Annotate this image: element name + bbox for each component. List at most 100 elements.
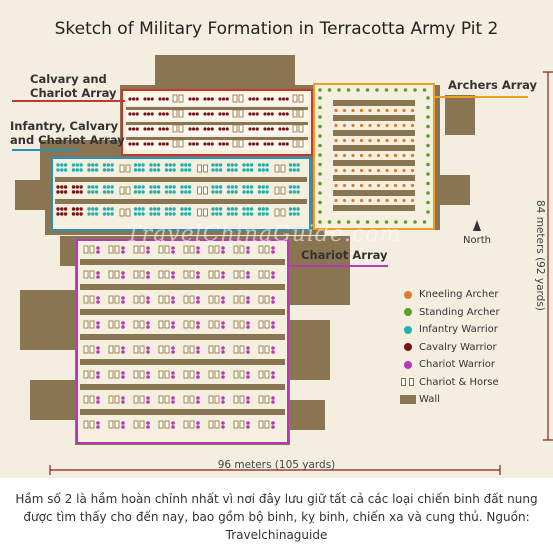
infantry-warrior-dot	[292, 185, 296, 189]
cavalry-warrior-dot	[252, 112, 256, 116]
cavalry-warrior-dot	[278, 142, 282, 146]
infantry-warrior-dot	[172, 190, 176, 194]
cavalry-warrior-dot	[135, 127, 139, 131]
infantry-warrior-dot	[94, 190, 99, 194]
infantry-warrior-dot	[218, 190, 223, 194]
infantry-warrior-dot	[172, 168, 176, 172]
label-chariot-array: Chariot Array	[301, 248, 388, 262]
chariot-horse-mark	[139, 420, 145, 429]
cavalry-warrior-dot	[285, 142, 289, 146]
kneeling-archer-dot	[368, 198, 372, 203]
infantry-warrior-dot	[168, 212, 172, 216]
kneeling-archer-dot	[334, 138, 338, 143]
kneeling-archer-dot	[342, 168, 347, 173]
chariot-warrior-dot	[96, 275, 100, 279]
infantry-warrior-dot	[102, 207, 107, 211]
kneeling-archer-dot	[351, 153, 355, 158]
chariot-horse-mark	[133, 345, 139, 354]
chariot-warrior-dot	[146, 421, 150, 425]
chariot-warrior-dot	[96, 250, 100, 254]
cavalry-warrior-dot	[158, 127, 162, 131]
cavalry-warrior-dot	[270, 112, 274, 116]
cavalry-warrior-dot	[222, 142, 226, 146]
chariot-horse-mark	[125, 186, 131, 195]
chariot-horse-mark	[214, 295, 220, 304]
cavalry-warrior-dot	[132, 127, 136, 131]
standing-archer-dot	[318, 191, 322, 195]
partition-wall	[126, 122, 308, 125]
chariot-horse-mark	[239, 320, 245, 329]
chariot-warrior-dot	[196, 421, 200, 425]
infantry-warrior-dot	[75, 163, 80, 167]
standing-archer-dot	[318, 88, 322, 92]
kneeling-archer-dot	[385, 183, 389, 188]
chariot-horse-mark	[280, 164, 286, 173]
chariot-warrior-dot	[146, 350, 150, 354]
infantry-warrior-dot	[94, 185, 99, 189]
chariot-warrior-dot	[246, 275, 250, 279]
infantry-warrior-dot	[87, 212, 91, 216]
watermark: TravelChinaGuide.com	[126, 222, 402, 247]
chariot-horse-mark	[172, 124, 178, 133]
infantry-warrior-dot	[60, 212, 64, 216]
archer-trench-wall	[333, 205, 415, 211]
infantry-warrior-dot	[261, 163, 265, 167]
infantry-warrior-dot	[265, 190, 269, 194]
chariot-horse-mark	[108, 420, 114, 429]
cavalry-warrior-dot	[162, 97, 166, 101]
infantry-warrior-dot	[234, 190, 238, 194]
chariot-warrior-dot	[171, 346, 175, 350]
kneeling-archer-dot	[342, 123, 347, 128]
infantry-warrior-dot	[79, 207, 83, 211]
infantry-warrior-dot	[71, 163, 76, 167]
chariot-horse-mark	[139, 345, 145, 354]
infantry-warrior-dot	[296, 168, 300, 172]
chariot-horse-mark	[239, 420, 245, 429]
chariot-warrior-dot	[171, 275, 175, 279]
cavalry-warrior-dot	[128, 97, 132, 101]
chariot-horse-mark	[239, 395, 245, 404]
archer-trench-wall	[333, 175, 415, 181]
infantry-warrior-dot	[180, 163, 184, 167]
chariot-horse-mark	[258, 245, 264, 254]
infantry-warrior-dot	[261, 207, 265, 211]
kneeling-archer-dot	[385, 138, 389, 143]
chariot-horse-mark	[108, 295, 114, 304]
chariot-warrior-dot	[146, 396, 150, 400]
infantry-warrior-dot	[242, 185, 246, 189]
cavalry-warrior-dot	[150, 127, 154, 131]
chariot-horse-mark	[108, 245, 114, 254]
infantry-warrior-dot	[133, 212, 138, 216]
infantry-warrior-dot	[265, 163, 269, 167]
chariot-warrior-dot	[271, 421, 275, 425]
chariot-horse-mark	[139, 370, 145, 379]
chariot-warrior-dot	[96, 421, 100, 425]
chariot-warrior-dot	[246, 246, 250, 250]
formation-sketch	[12, 55, 553, 475]
chariot-horse-mark	[197, 208, 202, 217]
chariot-warrior-dot	[221, 275, 225, 279]
infantry-warrior-dot	[211, 190, 215, 194]
archer-trench-wall	[333, 190, 415, 196]
cavalry-warrior-dot	[255, 127, 259, 131]
chariot-horse-mark	[233, 320, 239, 329]
cavalry-warrior-dot	[248, 97, 252, 101]
chariot-horse-mark	[239, 295, 245, 304]
chariot-warrior-dot	[96, 350, 100, 354]
cavalry-warrior-dot	[225, 97, 229, 101]
purple-dot-icon	[404, 360, 412, 369]
infantry-warrior-dot	[296, 190, 300, 194]
infantry-warrior-dot	[211, 168, 215, 172]
standing-archer-dot	[365, 88, 370, 92]
kneeling-archer-dot	[393, 198, 398, 203]
cavalry-warrior-dot	[195, 112, 199, 116]
kneeling-archer-dot	[368, 183, 372, 188]
chariot-warrior-dot	[196, 275, 200, 279]
cavalry-warrior-dot	[285, 112, 289, 116]
chariot-warrior-dot	[146, 371, 150, 375]
infantry-warrior-dot	[172, 212, 176, 216]
infantry-warrior-dot	[296, 207, 300, 211]
orange-dot-icon	[404, 290, 412, 299]
kneeling-archer-dot	[359, 138, 364, 143]
cavalry-warrior-dot	[267, 142, 271, 146]
